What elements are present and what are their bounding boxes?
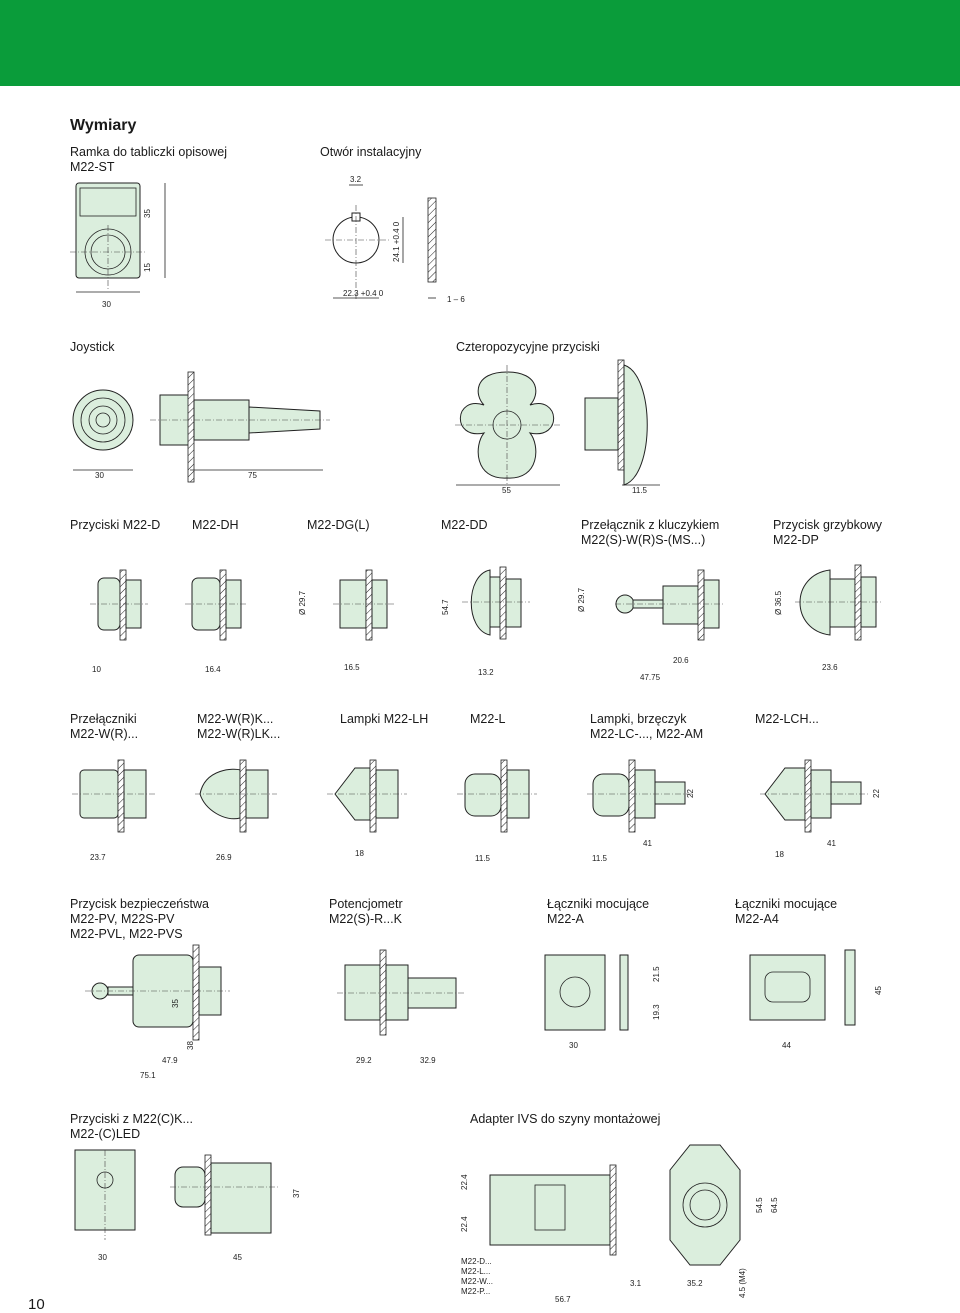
dim-r4-18a: 18 [355,849,364,858]
caption-r3-3: M22-DD [441,518,488,532]
dim-joy-75: 75 [248,471,257,480]
dim-r4-22b: 22 [872,789,881,798]
dim-r5-19-3: 19.3 [652,1004,661,1020]
dim-ramka-35: 35 [143,209,152,218]
dim-r6-64-5: 64.5 [770,1197,779,1213]
dim-r4-11-5b: 11.5 [592,854,608,863]
dim-r3-23-6: 23.6 [822,663,838,672]
drawing-row4 [72,759,870,833]
list-m22-w: M22-W... [461,1277,493,1286]
dim-r5-30: 30 [569,1041,578,1050]
drawing-row5 [85,944,856,1041]
caption-r4-2: Lampki M22-LH [340,712,429,726]
caption-r3-1: M22-DH [192,518,239,532]
caption-czteropozycyjne: Czteropozycyjne przyciski [456,340,600,354]
dim-r3-13-2: 13.2 [478,668,494,677]
dim-r3-16-4: 16.4 [205,665,221,674]
caption-r6-left: Przyciski z M22(C)K...M22-(C)LED [70,1112,193,1141]
dim-r3-d29-7a: Ø 29.7 [298,590,307,615]
drawing-row6 [74,1144,741,1266]
dim-r6-37: 37 [292,1189,301,1198]
dim-r4-22a: 22 [686,789,695,798]
dim-cz-11-5: 11.5 [632,486,648,495]
dim-cz-55: 55 [502,486,511,495]
caption-r6-right: Adapter IVS do szyny montażowej [470,1112,661,1126]
dim-r3-54-7: 54.7 [441,599,450,615]
drawing-ramka [70,182,166,293]
caption-otwor: Otwór instalacyjny [320,145,422,159]
dim-r5-21-5: 21.5 [652,966,661,982]
dim-r4-26-9: 26.9 [216,853,232,862]
dim-otwor-24-1: 24.1 +0.4 0 [392,221,401,262]
list-m22-l: M22-L... [461,1267,490,1276]
dim-otwor-1-6: 1 – 6 [447,295,465,304]
list-m22-p: M22-P... [461,1287,490,1296]
page-number: 10 [28,1296,45,1313]
caption-r4-3: M22-L [470,712,506,726]
drawing-czteropozycyjne [455,359,660,486]
dim-r6-35-2: 35.2 [687,1279,703,1288]
dim-r5-44: 44 [782,1041,791,1050]
caption-r3-0: Przyciski M22-D [70,518,161,532]
dim-otwor-3-2: 3.2 [350,175,362,184]
dim-r4-23-7: 23.7 [90,853,106,862]
dim-r5-32-9: 32.9 [420,1056,436,1065]
dim-r5-35: 35 [171,999,180,1008]
dim-r4-18b: 18 [775,850,784,859]
dim-r6-22-4b: 22.4 [460,1216,469,1232]
dimension-labels: 35 15 30 3.2 24.1 +0.4 0 22.3 +0.4 0 1 –… [90,175,883,1304]
dim-r6-22-4a: 22.4 [460,1174,469,1190]
caption-r3-2: M22-DG(L) [307,518,370,532]
dim-r6-4-5: 4.5 (M4) [738,1268,747,1298]
dim-r5-47-9: 47.9 [162,1056,178,1065]
dim-r5-29-2: 29.2 [356,1056,372,1065]
dim-r6-3-1: 3.1 [630,1279,642,1288]
caption-r4-5: M22-LCH... [755,712,819,726]
list-m22-d: M22-D... [461,1257,492,1266]
caption-r4-1: M22-W(R)K...M22-W(R)LK... [197,712,281,741]
dim-r4-11-5a: 11.5 [475,854,491,863]
dim-r3-20-6: 20.6 [673,656,689,665]
page-title: Wymiary [70,117,137,134]
dim-r3-16-5: 16.5 [344,663,360,672]
dim-joy-30: 30 [95,471,104,480]
dim-r6-56-7: 56.7 [555,1295,571,1304]
dim-ramka-30: 30 [102,300,111,309]
dim-r4-41b: 41 [827,839,836,848]
drawing-joystick [72,371,330,483]
dim-r5-45: 45 [874,986,883,995]
drawing-row3 [90,564,882,641]
dim-r5-75-1: 75.1 [140,1071,156,1080]
dim-otwor-22-3: 22.3 +0.4 0 [343,289,384,298]
header-band [0,0,960,86]
dim-r3-10: 10 [92,665,101,674]
dim-r3-d36-5: Ø 36.5 [774,590,783,615]
dim-r6-54-5: 54.5 [755,1197,764,1213]
caption-joystick: Joystick [70,340,115,354]
dim-ramka-15: 15 [143,263,152,272]
dim-r4-41a: 41 [643,839,652,848]
dim-r6-30: 30 [98,1253,107,1262]
dim-r5-38: 38 [186,1041,195,1050]
dim-r6-45: 45 [233,1253,242,1262]
drawing-otwor [325,184,437,300]
dim-r3-d29-7b: Ø 29.7 [577,587,586,612]
dim-r3-47-75: 47.75 [640,673,661,682]
